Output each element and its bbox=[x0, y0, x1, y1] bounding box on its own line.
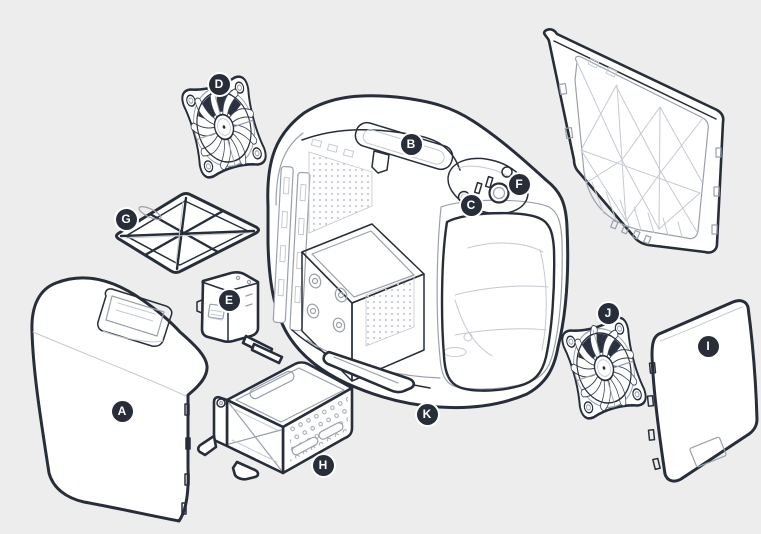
drive-cage bbox=[196, 361, 354, 481]
fan-dust-filter bbox=[115, 192, 260, 274]
rear-fan bbox=[560, 316, 648, 421]
front-panel bbox=[30, 276, 209, 523]
accessory-bracket bbox=[196, 271, 284, 365]
side-panel-right bbox=[646, 299, 759, 483]
side-panel-window-frame bbox=[542, 28, 725, 254]
main-chassis bbox=[266, 94, 570, 410]
front-fan bbox=[180, 75, 268, 180]
